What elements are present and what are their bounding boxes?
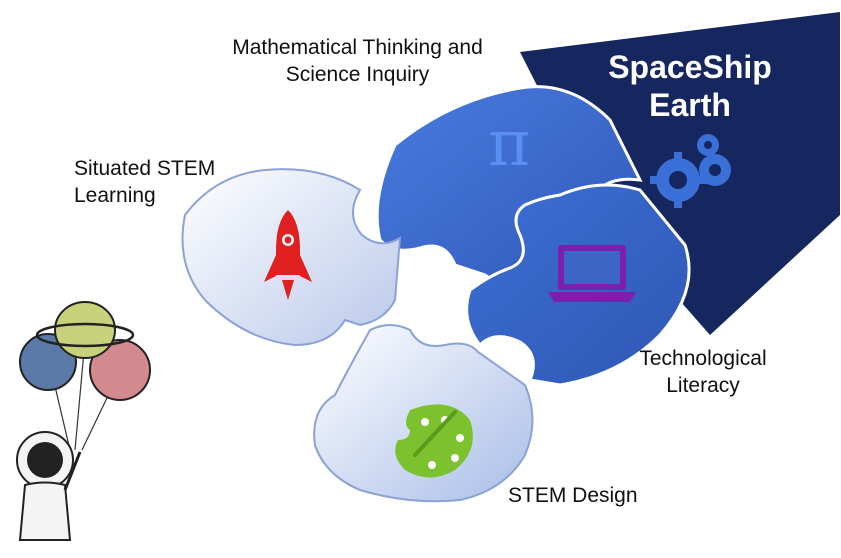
- label-design: STEM Design: [508, 482, 708, 509]
- label-tech: Technological Literacy: [618, 345, 788, 399]
- label-tech-line2: Literacy: [666, 374, 740, 397]
- label-situated-line1: Situated STEM: [74, 157, 216, 180]
- palette-icon: [395, 404, 473, 478]
- label-tech-line1: Technological: [639, 347, 767, 370]
- label-math: Mathematical Thinking and Science Inquir…: [185, 34, 530, 88]
- banner-title-line2: Earth: [649, 87, 731, 123]
- label-math-line2: Science Inquiry: [285, 63, 430, 86]
- pi-icon: π: [488, 107, 530, 181]
- rocket-icon: [264, 210, 312, 300]
- label-math-line1: Mathematical Thinking and: [232, 36, 483, 59]
- label-design-line1: STEM Design: [508, 484, 638, 507]
- banner-title-line1: SpaceShip: [608, 49, 772, 85]
- gears-icon: [650, 134, 731, 208]
- banner-title: SpaceShip Earth: [590, 48, 790, 124]
- laptop-icon: [548, 245, 636, 302]
- label-situated: Situated STEM Learning: [74, 155, 274, 209]
- label-situated-line2: Learning: [74, 184, 156, 207]
- astronaut-icon: [16, 301, 151, 541]
